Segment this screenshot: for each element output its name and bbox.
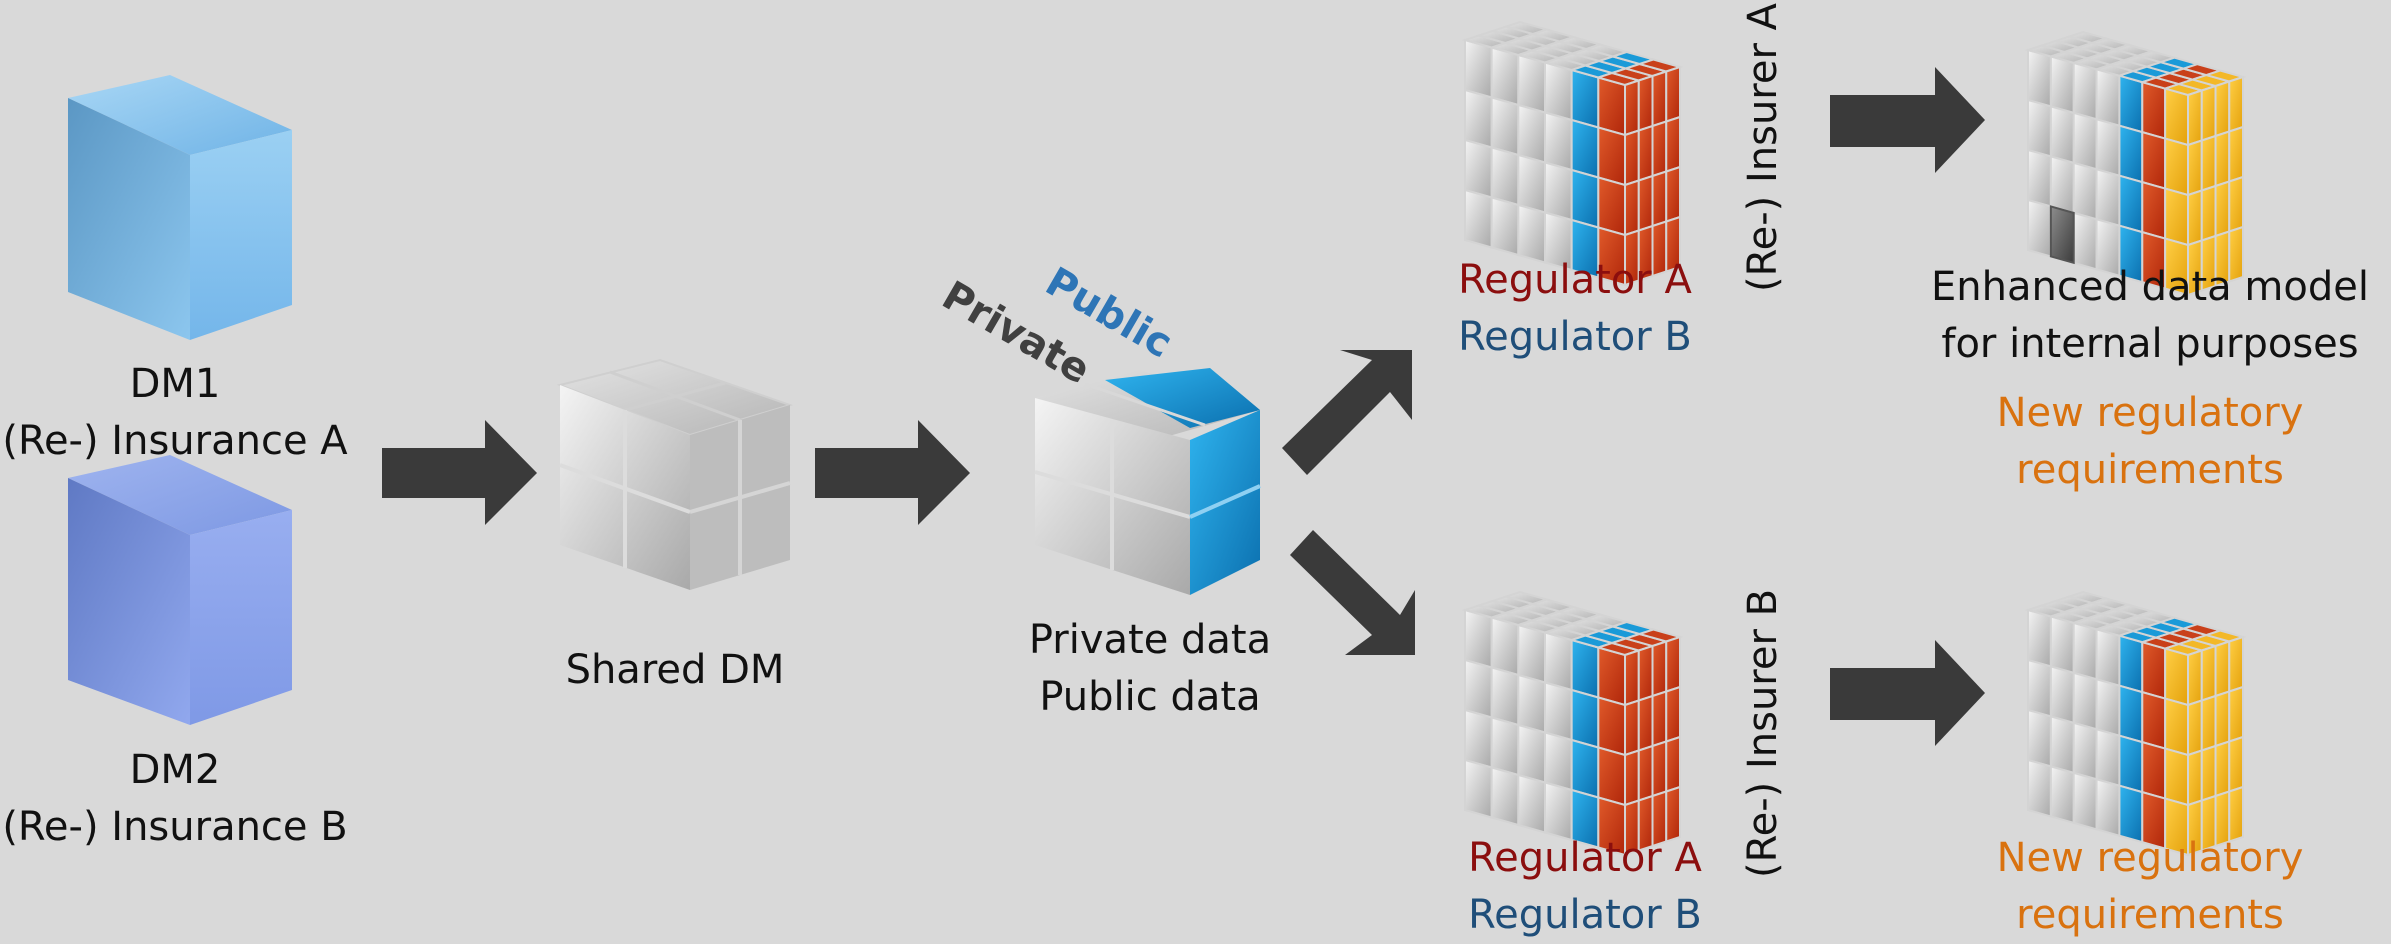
- insurer-a-label: (Re-) Insurer A: [1740, 2, 1786, 292]
- dm1-cube: [68, 75, 292, 340]
- arrow-icon: [1830, 640, 1985, 746]
- arrow-icon: [815, 420, 970, 525]
- enhanced-cube-a: [2024, 30, 2247, 297]
- insurer-b-regulators: Regulator A Regulator B: [1420, 830, 1750, 944]
- private-public-cube: [1034, 368, 1261, 595]
- shared-dm-cube: [556, 358, 794, 590]
- regulator-a-label: Regulator A: [1468, 835, 1702, 881]
- arrow-icon: [1282, 350, 1412, 475]
- regulator-a-label: Regulator A: [1458, 257, 1692, 303]
- arrow-icon: [1290, 530, 1415, 655]
- dm1-name: DM1: [129, 361, 221, 407]
- dm1-label: DM1 (Re-) Insurance A: [0, 356, 350, 470]
- shared-dm-label: Shared DM: [565, 647, 785, 693]
- regulator-b-label: Regulator B: [1458, 314, 1692, 360]
- arrow-icon: [382, 420, 537, 525]
- enhanced-model-label: Enhanced data model for internal purpose…: [1890, 259, 2391, 373]
- split-label: Private data Public data: [1000, 612, 1300, 726]
- insurer-a-regulators: Regulator A Regulator B: [1410, 252, 1740, 366]
- dm2-cube: [68, 455, 292, 725]
- dm2-label: DM2 (Re-) Insurance B: [0, 742, 350, 856]
- regulatory-cube-b: [1461, 590, 1684, 857]
- dm1-owner: (Re-) Insurance A: [2, 418, 348, 464]
- private-data-label: Private data: [1028, 617, 1272, 663]
- dm2-name: DM2: [129, 747, 221, 793]
- insurer-b-new-requirements: New regulatory requirements: [1890, 830, 2391, 944]
- dm2-owner: (Re-) Insurance B: [2, 804, 348, 850]
- public-data-label: Public data: [1039, 674, 1261, 720]
- enhanced-line-1: Enhanced data model: [1931, 264, 2369, 310]
- arrow-icon: [1830, 67, 1985, 173]
- insurer-a-new-requirements: New regulatory requirements: [1890, 385, 2391, 499]
- new-req-line-1: New regulatory: [1996, 835, 2304, 881]
- enhanced-line-2: for internal purposes: [1941, 321, 2359, 367]
- new-req-line-2: requirements: [2016, 892, 2284, 938]
- new-req-line-1: New regulatory: [1996, 390, 2304, 436]
- regulatory-cube-a: [1461, 20, 1684, 287]
- enhanced-cube-b: [2024, 590, 2247, 857]
- new-req-line-2: requirements: [2016, 447, 2284, 493]
- insurer-b-label: (Re-) Insurer B: [1740, 588, 1786, 878]
- regulator-b-label: Regulator B: [1468, 892, 1702, 938]
